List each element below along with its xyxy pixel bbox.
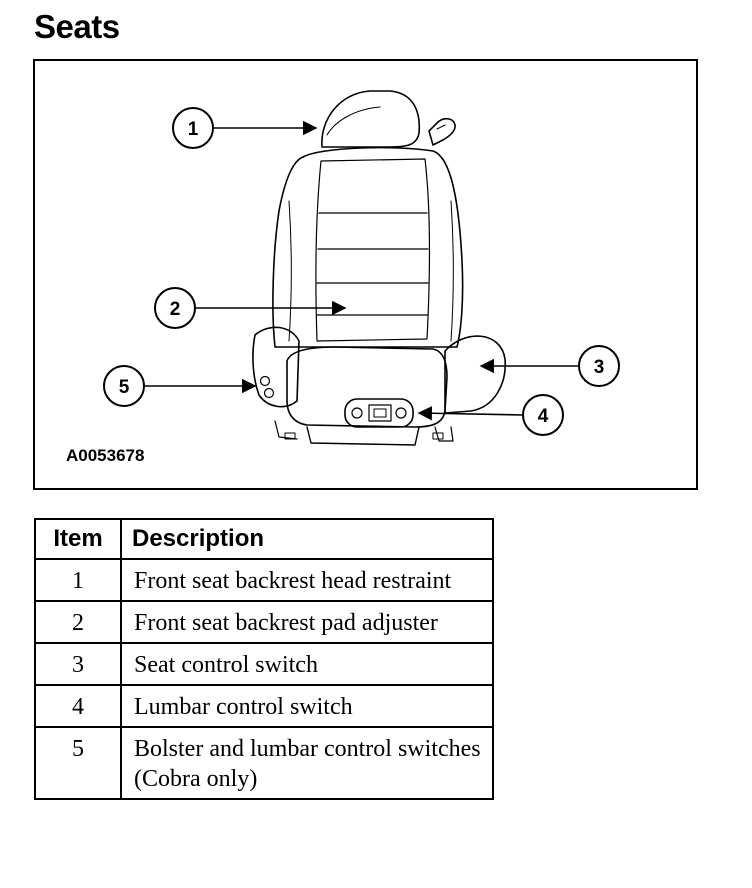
callout-3-label: 3 <box>594 357 605 378</box>
seat-illustration: 1 2 3 4 5 A005 <box>33 59 698 490</box>
callout-4: 4 <box>417 394 564 436</box>
headrest-shape <box>321 90 421 148</box>
table-row: 5 Bolster and lumbar control switches (C… <box>34 726 494 800</box>
callout-5: 5 <box>103 365 257 407</box>
figure-id: A0053678 <box>66 446 145 465</box>
item-description: Seat control switch <box>120 642 494 686</box>
right-bolster-shape <box>444 335 506 414</box>
backrest-shape <box>272 146 464 348</box>
item-description: Lumbar control switch <box>120 684 494 728</box>
table-row: 2 Front seat backrest pad adjuster <box>34 600 494 644</box>
item-number: 2 <box>34 600 122 644</box>
callout-4-label: 4 <box>538 406 549 427</box>
page-title: Seats <box>34 8 120 45</box>
callout-2: 2 <box>154 287 347 329</box>
item-description: Front seat backrest head restraint <box>120 558 494 602</box>
table-row: 4 Lumbar control switch <box>34 684 494 728</box>
callout-1-label: 1 <box>188 119 199 140</box>
callout-2-label: 2 <box>170 299 181 320</box>
item-description: Front seat backrest pad adjuster <box>120 600 494 644</box>
item-description: Bolster and lumbar control switches (Cob… <box>120 726 494 800</box>
seat-drawing: 1 2 3 4 5 <box>103 90 620 446</box>
item-number: 5 <box>34 726 122 800</box>
table-row: 3 Seat control switch <box>34 642 494 686</box>
callout-3: 3 <box>479 345 620 387</box>
item-number: 4 <box>34 684 122 728</box>
item-number: 1 <box>34 558 122 602</box>
header-item: Item <box>34 518 122 560</box>
table-row: 1 Front seat backrest head restraint <box>34 558 494 602</box>
item-description-table: Item Description 1 Front seat backrest h… <box>34 518 494 800</box>
header-description: Description <box>120 518 494 560</box>
callout-1: 1 <box>172 107 318 149</box>
callout-5-label: 5 <box>119 377 130 398</box>
head-restraint-tab <box>428 117 456 146</box>
lumbar-switch-shape <box>344 398 414 428</box>
left-bolster-shape <box>252 326 300 408</box>
table-header-row: Item Description <box>34 518 494 560</box>
item-number: 3 <box>34 642 122 686</box>
cushion-shape <box>286 346 448 428</box>
